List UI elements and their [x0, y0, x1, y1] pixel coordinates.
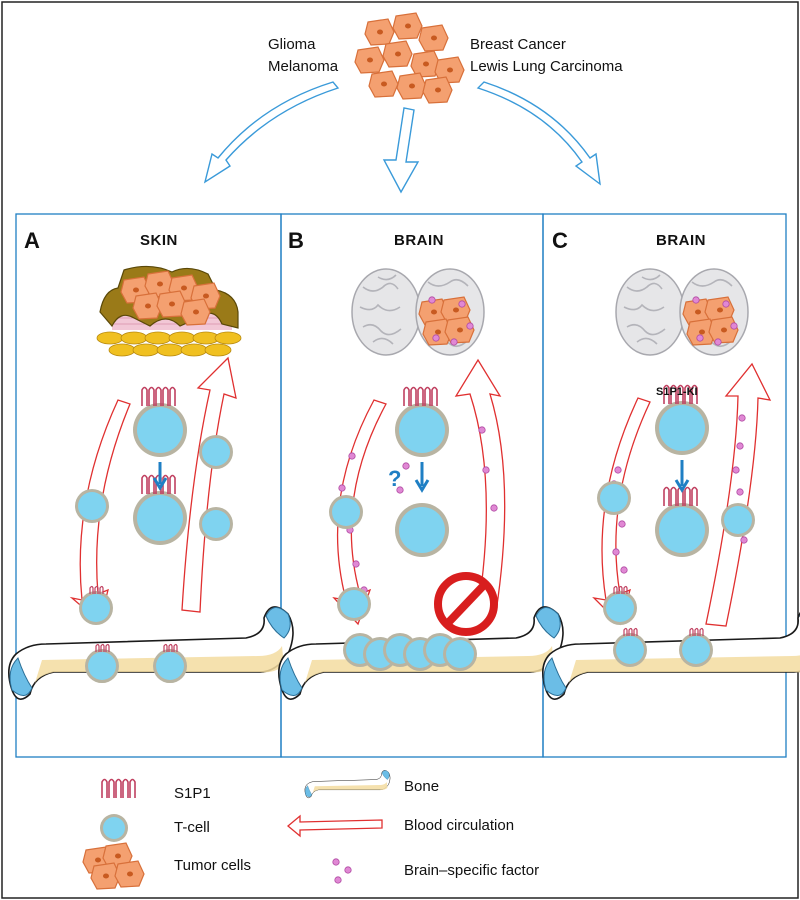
legend-factor-icon	[332, 858, 352, 884]
legend-bone-icon	[304, 770, 391, 799]
legend-blood-label: Blood circulation	[404, 817, 515, 834]
legend-blood-icon	[286, 814, 383, 838]
skin-illustration	[96, 265, 242, 357]
panel-a-letter: A	[24, 228, 40, 253]
panel-frames	[15, 213, 787, 758]
circulation-arrow-up-c	[705, 362, 772, 627]
tcells-in-bone-b	[343, 633, 477, 671]
panel-c-title: BRAIN	[656, 232, 706, 249]
tumor-cluster	[354, 12, 465, 104]
panel-c-letter: C	[552, 228, 568, 253]
bone-c	[541, 606, 800, 700]
unknown-mechanism-mark: ?	[388, 466, 402, 491]
legend-factor-label: Brain–specific factor	[404, 862, 540, 879]
circulation-arrow-up-b	[454, 358, 506, 613]
tcells-b	[329, 386, 449, 621]
arrow-to-brain-b	[382, 107, 420, 194]
panel-b-letter: B	[288, 228, 304, 253]
tumor-type-melanoma: Melanoma	[268, 58, 339, 75]
brain-c	[615, 268, 749, 356]
legend-tcell-label: T-cell	[174, 819, 210, 836]
legend-s1p1-icon	[101, 778, 136, 799]
legend-tcell-icon	[100, 814, 128, 842]
panel-a-title: SKIN	[140, 232, 178, 249]
legend-graphics	[82, 770, 391, 890]
legend-tumor-icon	[82, 842, 145, 890]
legend-bone-label: Bone	[404, 778, 440, 795]
panel-b-title: BRAIN	[394, 232, 444, 249]
prohibited-icon	[434, 572, 498, 636]
dissemination-arrows	[203, 81, 601, 194]
bone-a	[7, 606, 294, 700]
transition-arrow-a	[152, 462, 168, 491]
panel-c-frame	[542, 213, 787, 758]
transition-arrow-c	[674, 460, 690, 493]
circulation-arrow-up-a	[181, 356, 237, 613]
tumor-type-glioma: Glioma	[268, 36, 316, 53]
brain-b	[351, 268, 485, 356]
arrow-to-brain-c	[476, 81, 601, 186]
s1p1-ki-label: S1P1-KI	[656, 386, 698, 398]
tcells-c	[597, 384, 755, 625]
tumor-type-lewis-lung: Lewis Lung Carcinoma	[470, 58, 623, 75]
transition-arrow-b	[414, 462, 430, 493]
legend-s1p1-label: S1P1	[174, 785, 211, 802]
tumor-type-breast-cancer: Breast Cancer	[470, 36, 566, 53]
arrow-to-skin	[203, 81, 340, 184]
legend-tumor-label: Tumor cells	[174, 857, 251, 874]
